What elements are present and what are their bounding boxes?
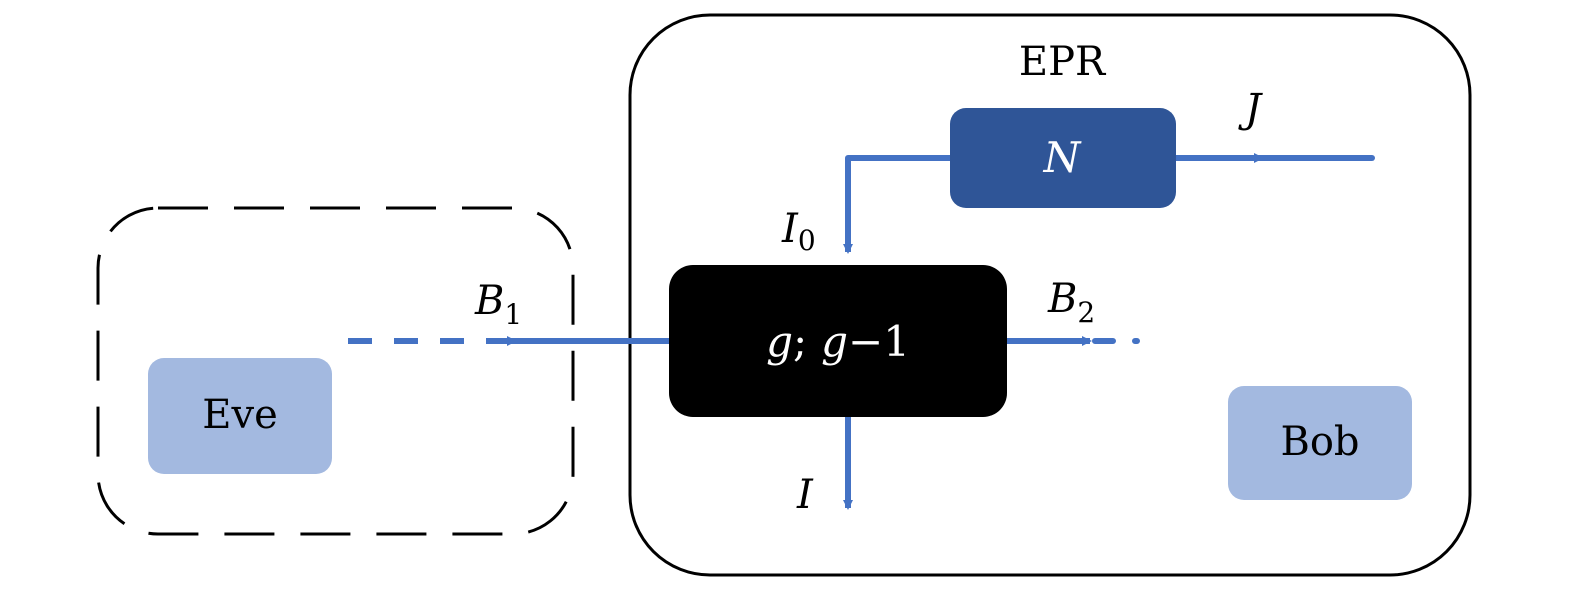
bob-label: Bob [1280,419,1359,465]
b2-label: B2 [1047,276,1095,329]
g-box [669,265,1007,417]
i0-line [843,155,950,254]
g-one: 1 [883,317,910,366]
epr-label: EPR [1019,39,1107,85]
j-label: J [1238,86,1263,132]
b1-label: B1 [474,278,522,331]
bob-node [1228,386,1412,500]
g-symbol-2: g [821,317,848,366]
epr-box [628,13,1472,577]
g-minus: − [848,317,883,366]
g-separator: ; [793,317,807,366]
i-label: I [796,472,814,518]
n-box [950,108,1176,208]
g-symbol: g [766,317,793,366]
i0-label-sub: 0 [798,224,816,257]
b1-label-sub: 1 [504,298,522,331]
g-label: g;g−1 [766,317,910,366]
n-label: N [1043,133,1082,182]
b1-label-main: B [474,278,504,324]
b2-label-main: B [1047,276,1077,322]
i0-label-main: I [781,206,799,252]
eve-label: Eve [202,392,277,438]
i0-label: I0 [781,206,816,257]
b2-label-sub: 2 [1077,296,1095,329]
eve-node [148,358,332,474]
eve-region [96,206,575,536]
